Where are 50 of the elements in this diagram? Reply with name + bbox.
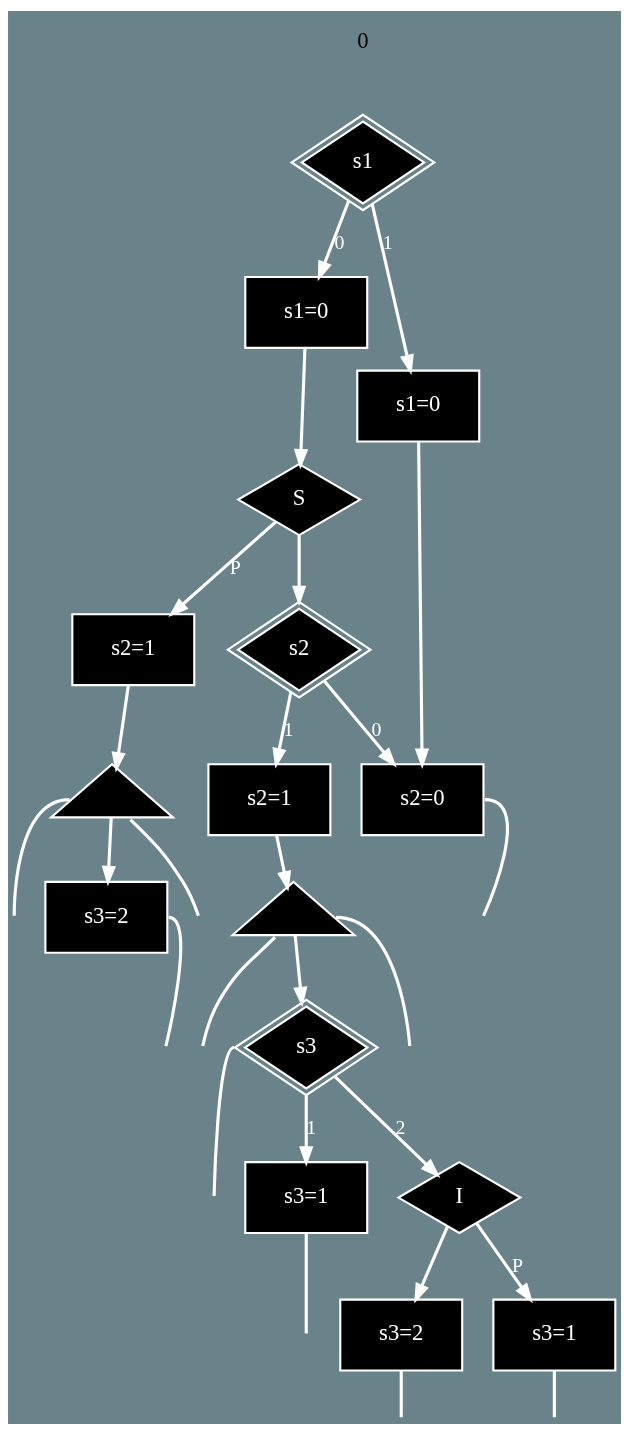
- arrow: [168, 520, 277, 617]
- connector: [201, 935, 277, 1046]
- label: 0: [357, 27, 369, 53]
- connector: [164, 915, 183, 1046]
- edge-label: 1: [283, 717, 294, 740]
- node-triangle: [48, 762, 176, 818]
- node-box: s2=1: [71, 612, 196, 686]
- connector: [399, 1370, 403, 1417]
- arrow: [272, 691, 293, 769]
- node-box: s2=0: [360, 762, 485, 836]
- connector: [482, 797, 509, 916]
- connector: [212, 1045, 235, 1196]
- connector: [304, 1233, 308, 1333]
- edge-label: 1: [306, 1115, 317, 1138]
- node-box: s2=1: [207, 762, 332, 836]
- arrow: [299, 1095, 314, 1167]
- arrow: [101, 817, 116, 886]
- arrow: [414, 441, 430, 769]
- arrow: [333, 1074, 441, 1178]
- edge-label: 1: [382, 230, 393, 253]
- node-box: s3=1: [244, 1160, 369, 1234]
- connector: [335, 915, 412, 1046]
- edge-label: 0: [334, 230, 345, 253]
- edge-label: 2: [395, 1115, 406, 1138]
- node-box: s3=1: [492, 1298, 617, 1372]
- node-diamond: S: [236, 462, 363, 536]
- node-triangle: [229, 880, 358, 936]
- edge-label: P: [229, 555, 241, 578]
- connector: [129, 817, 200, 916]
- arrow: [293, 347, 309, 469]
- arrow: [292, 534, 307, 606]
- edge-label: 0: [371, 717, 382, 740]
- node-box: s1=0: [244, 275, 369, 349]
- node-diamond: s1: [289, 112, 437, 211]
- arrow: [275, 834, 292, 892]
- arrow: [293, 934, 308, 1007]
- node-box: s1=0: [356, 369, 481, 443]
- arrow: [322, 679, 397, 767]
- node-box: s3=2: [44, 880, 169, 954]
- arrow: [475, 1222, 533, 1303]
- arrow: [370, 203, 414, 375]
- node-diamond: s2: [225, 600, 373, 699]
- node-box: s3=2: [339, 1298, 464, 1372]
- connector: [12, 797, 70, 916]
- arrow: [414, 1225, 450, 1304]
- node-diamond: s3: [233, 998, 380, 1097]
- edge-label: P: [511, 1253, 523, 1276]
- arrow: [111, 684, 130, 772]
- connector: [552, 1370, 556, 1417]
- arrow: [317, 199, 351, 281]
